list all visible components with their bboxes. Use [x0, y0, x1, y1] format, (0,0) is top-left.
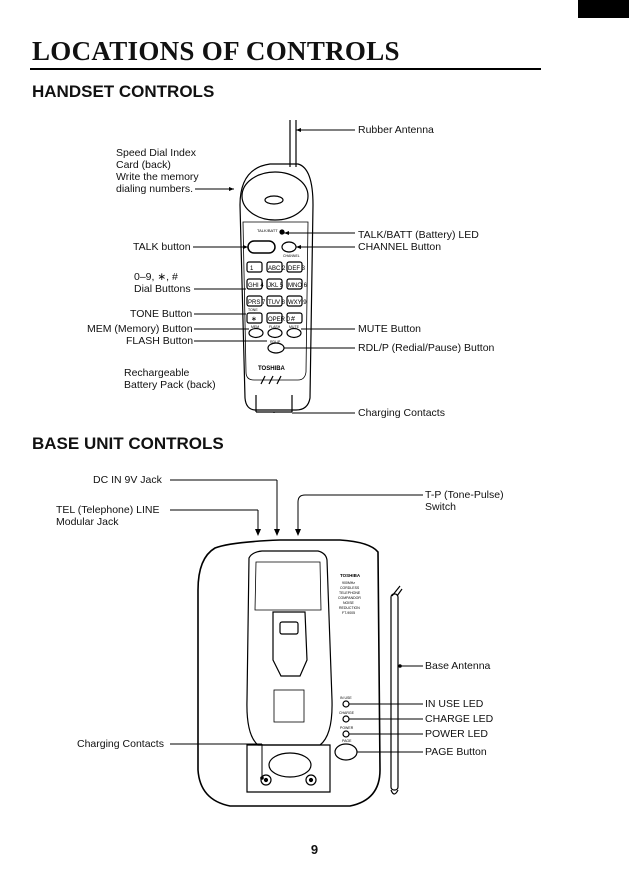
page-title: LOCATIONS OF CONTROLS: [32, 36, 400, 66]
base-page-text: PAGE: [342, 739, 352, 743]
device-rdlp-text: RDL/P: [270, 340, 281, 344]
base-spec-1: 900MHz: [342, 581, 355, 585]
key-5: JKL 5: [268, 283, 284, 289]
label-rubber-antenna: Rubber Antenna: [358, 124, 434, 136]
device-flash-text: FLASH: [269, 325, 281, 329]
base-heading: BASE UNIT CONTROLS: [32, 434, 224, 453]
label-talk-batt-led: TALK/BATT (Battery) LED: [358, 229, 479, 241]
label-speed-dial-4: dialing numbers.: [116, 183, 194, 195]
label-channel-button: CHANNEL Button: [358, 241, 442, 253]
label-tone-button: TONE Button: [130, 308, 193, 320]
device-mute-text: MUTE: [289, 325, 300, 329]
key-7: PRS 7: [248, 300, 266, 306]
label-page-button: PAGE Button: [425, 746, 487, 758]
label-tel-line-2: Modular Jack: [56, 516, 119, 528]
device-channel-text: CHANNEL: [283, 254, 300, 258]
section-tab-marker: [578, 0, 629, 18]
label-rdlp-button: RDL/P (Redial/Pause) Button: [358, 342, 495, 354]
label-battery-2: Battery Pack (back): [124, 379, 216, 391]
label-base-charging-contacts: Charging Contacts: [77, 738, 164, 750]
key-6: MNO 6: [288, 283, 308, 289]
label-speed-dial-2: Card (back): [116, 159, 171, 171]
device-mem-text: MEM: [251, 325, 259, 329]
base-spec-4: COMPANDOR: [338, 596, 361, 600]
label-flash-button: FLASH Button: [126, 335, 194, 347]
base-inuse-text: IN USE: [340, 696, 352, 700]
label-talk-button: TALK button: [133, 241, 191, 253]
label-tp-switch-1: T-P (Tone-Pulse): [425, 489, 504, 501]
key-2: ABC 2: [268, 266, 286, 272]
base-power-text: POWER: [340, 726, 354, 730]
base-charge-text: CHARGE: [339, 711, 355, 715]
base-model-text: FT-9005: [342, 611, 355, 615]
base-spec-2: CORDLESS: [340, 586, 360, 590]
label-mem-button: MEM (Memory) Button: [87, 323, 193, 335]
key-4: GHI 4: [248, 283, 264, 289]
label-dc-in: DC IN 9V Jack: [93, 474, 162, 486]
label-base-antenna: Base Antenna: [425, 660, 491, 672]
key-1: 1: [250, 266, 254, 272]
base-spec-3: TELEPHONE: [339, 591, 361, 595]
device-tone-text: TONE: [248, 308, 258, 312]
label-dial-1: 0–9, ∗, #: [134, 271, 178, 283]
key-3: DEF 3: [288, 266, 306, 272]
label-handset-charging-contacts: Charging Contacts: [358, 407, 445, 419]
key-hash: #: [291, 316, 295, 323]
label-mute-button: MUTE Button: [358, 323, 422, 335]
label-speed-dial-1: Speed Dial Index: [116, 147, 196, 159]
label-tp-switch-2: Switch: [425, 501, 456, 513]
base-brand-text: TOSHIBA: [340, 573, 361, 578]
label-power-led: POWER LED: [425, 728, 489, 740]
label-battery-1: Rechargeable: [124, 367, 190, 379]
key-star: ∗: [251, 316, 257, 323]
handset-illustration: [239, 120, 314, 413]
handset-brand-text: TOSHIBA: [258, 366, 286, 372]
device-talkbatt-text: TALK/BATT: [257, 228, 278, 233]
title-rule: [30, 68, 541, 70]
base-unit-illustration: [197, 539, 403, 807]
key-8: TUV 8: [268, 300, 286, 306]
base-spec-5: NOISE: [343, 601, 355, 605]
base-spec-6: REDUCTION: [339, 606, 360, 610]
label-in-use-led: IN USE LED: [425, 698, 484, 710]
page-number: 9: [310, 842, 319, 857]
handset-heading: HANDSET CONTROLS: [32, 82, 215, 101]
label-tel-line-1: TEL (Telephone) LINE: [56, 504, 160, 516]
key-0: OPER 0: [268, 317, 291, 323]
key-9: WXY 9: [288, 300, 307, 306]
label-charge-led: CHARGE LED: [425, 713, 494, 725]
label-dial-2: Dial Buttons: [134, 283, 191, 295]
label-speed-dial-3: Write the memory: [116, 171, 199, 183]
